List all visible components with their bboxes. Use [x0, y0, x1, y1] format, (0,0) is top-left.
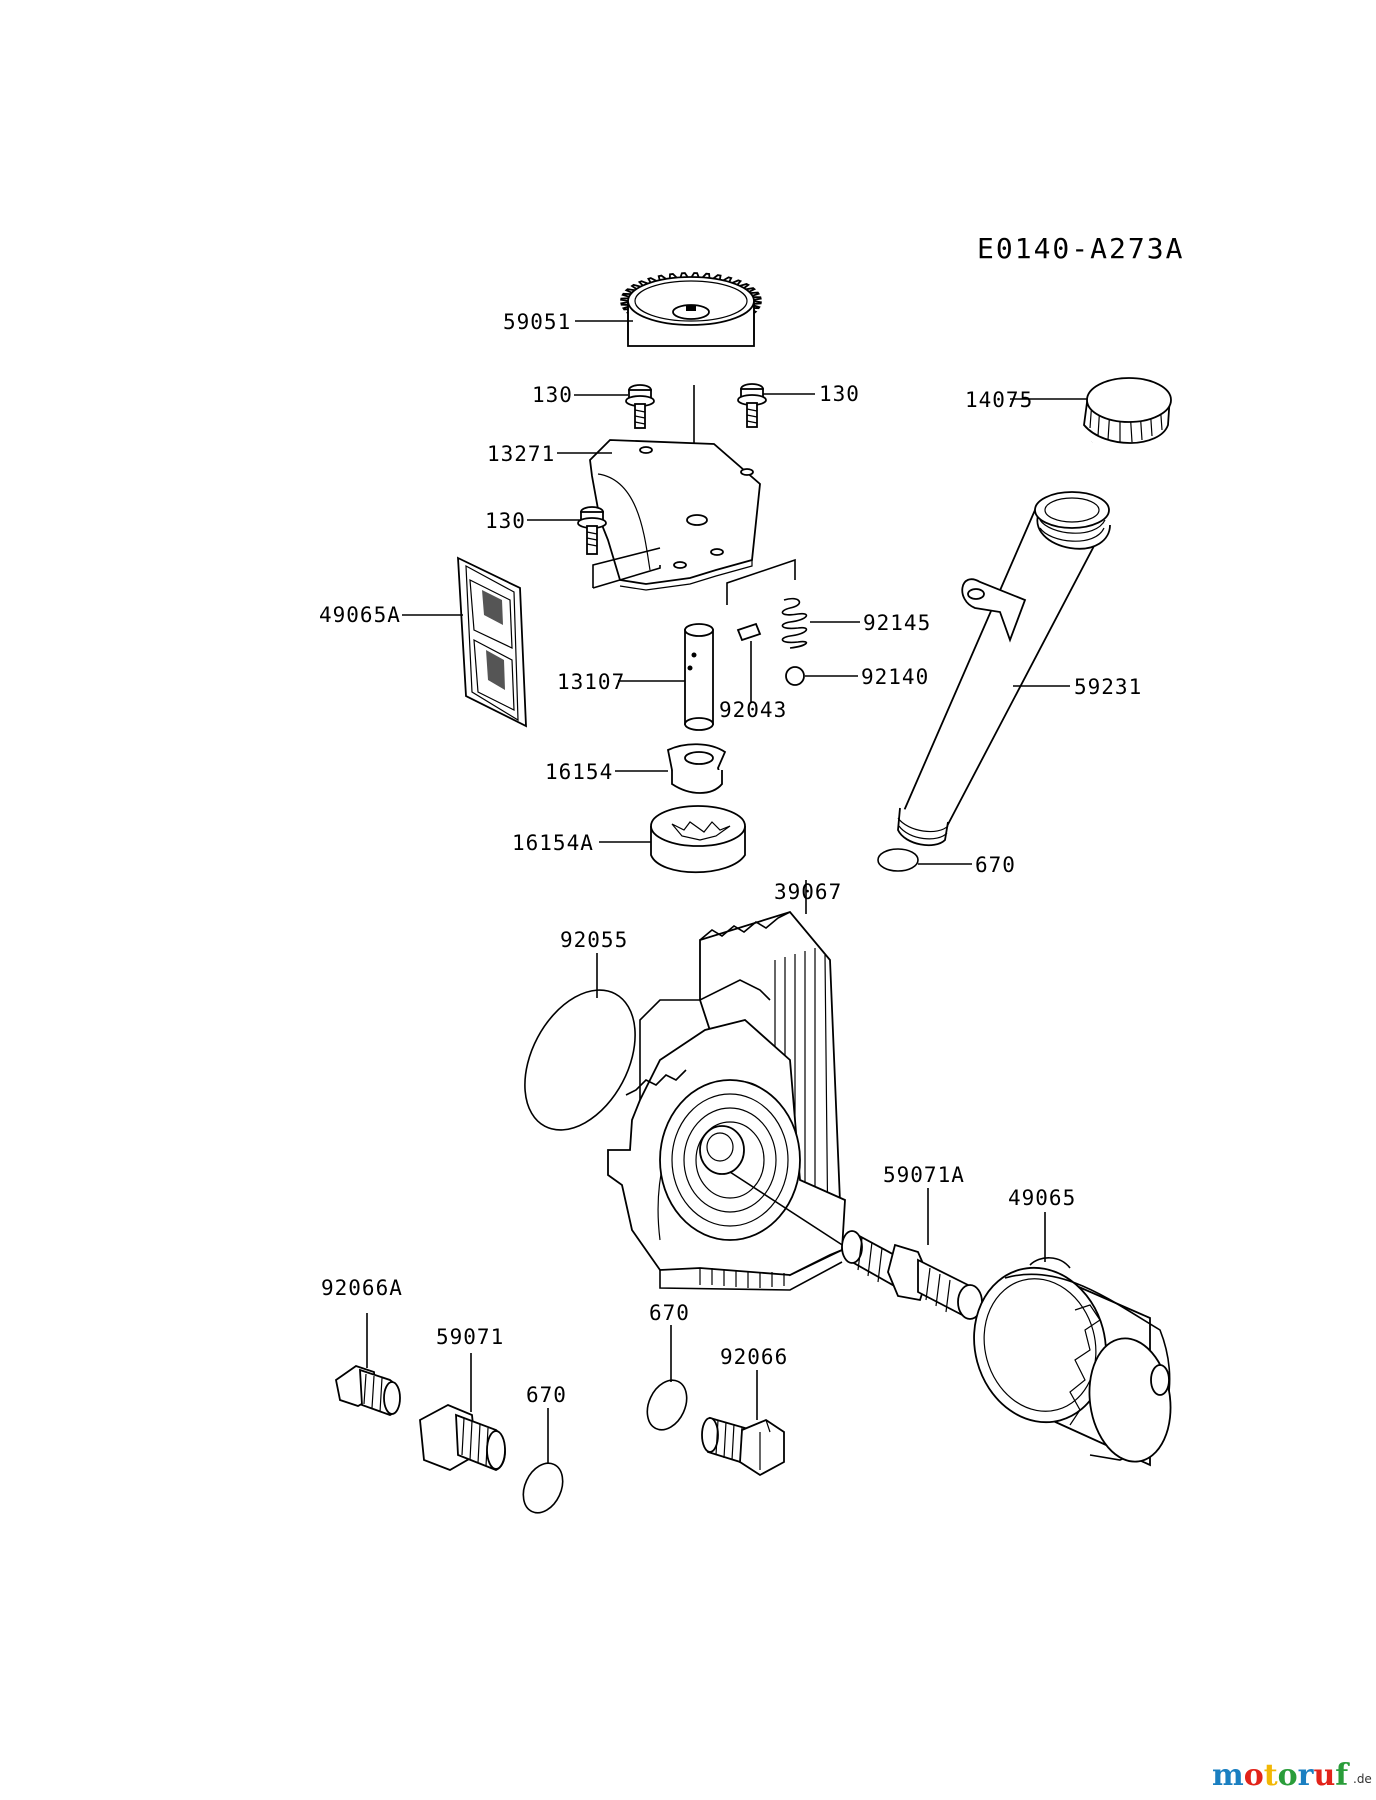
tube-59231: [897, 491, 1111, 847]
oring-670-lower-left: [522, 1462, 564, 1514]
callout-670-top: 670: [975, 853, 1016, 877]
callout-92055: 92055: [560, 928, 628, 952]
shaft-13107: [684, 623, 714, 731]
callout-14075: 14075: [965, 388, 1033, 412]
spring-92145: [781, 597, 808, 649]
callout-92066A: 92066A: [321, 1276, 403, 1300]
callout-670-lower-left: 670: [526, 1383, 567, 1407]
callout-670-lower-middle: 670: [649, 1301, 690, 1325]
bolt-130-left: [625, 384, 655, 429]
housing-39067: [607, 910, 846, 1291]
gear-59051: [620, 272, 762, 347]
callout-59231: 59231: [1074, 675, 1142, 699]
rotor-16154A: [650, 805, 746, 874]
callout-59071: 59071: [436, 1325, 504, 1349]
callout-92066: 92066: [720, 1345, 788, 1369]
callout-49065A: 49065A: [319, 603, 401, 627]
filter-49065: [973, 1257, 1172, 1467]
screen-49065A: [457, 556, 527, 728]
callout-16154: 16154: [545, 760, 613, 784]
plug-92066A: [335, 1365, 401, 1416]
ball-92140: [785, 666, 805, 686]
watermark-brand: motoruf: [1212, 1758, 1350, 1793]
callout-16154A: 16154A: [512, 831, 594, 855]
callout-59071A: 59071A: [883, 1163, 965, 1187]
oring-670-lower-middle: [646, 1379, 688, 1431]
callout-92145: 92145: [863, 611, 931, 635]
callout-49065: 49065: [1008, 1186, 1076, 1210]
oring-670-top: [877, 848, 919, 872]
callout-59051: 59051: [503, 310, 571, 334]
plug-92066: [701, 1416, 785, 1477]
callout-130-lower: 130: [485, 509, 526, 533]
callout-92140: 92140: [861, 665, 929, 689]
diagram-code: E0140-A273A: [977, 232, 1184, 265]
bolt-130-right: [737, 383, 767, 428]
callout-130-left: 130: [532, 383, 573, 407]
callout-13271: 13271: [487, 442, 555, 466]
watermark-suffix: .de: [1353, 1772, 1372, 1786]
plate-13271: [589, 439, 761, 591]
pin-92043: [736, 622, 762, 642]
callout-130-right: 130: [819, 382, 860, 406]
rotor-16154: [666, 743, 727, 794]
callout-92043: 92043: [719, 698, 787, 722]
bolt-130-lower: [577, 506, 607, 555]
callout-13107: 13107: [557, 670, 625, 694]
callout-39067: 39067: [774, 880, 842, 904]
plug-59071: [419, 1404, 506, 1471]
watermark-logo: motoruf .de: [1212, 1758, 1372, 1793]
nipple-59071A: [729, 1171, 983, 1320]
gasket-92055: [524, 989, 636, 1131]
